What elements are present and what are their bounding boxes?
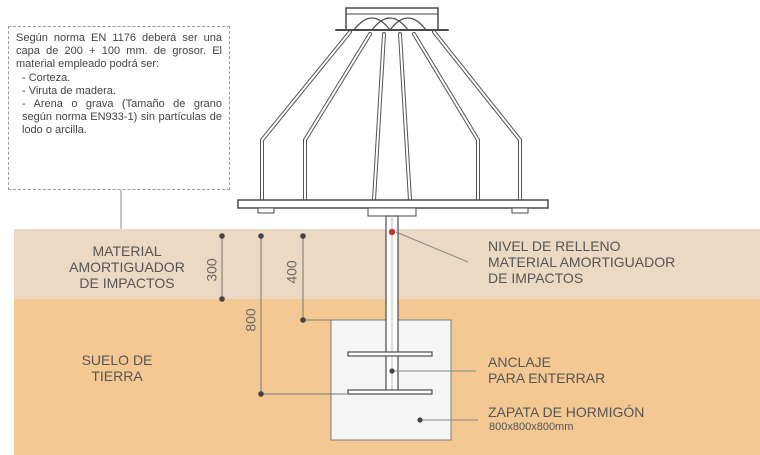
note-item-sand-gravel: - Arena o grava (Tamaño de grano según n… (22, 98, 222, 137)
soil-layer-label: SUELO DE TIERRA (62, 352, 172, 384)
footing-size: 800x800x800mm (489, 421, 574, 433)
dimension-300: 300 (203, 258, 220, 282)
fill-level-line-3: DE IMPACTOS (488, 270, 584, 286)
soil-label-line-2: TIERRA (91, 368, 143, 384)
callout-leaders (389, 231, 478, 423)
impact-label-line-2: AMORTIGUADOR (69, 259, 185, 275)
note-item-bark: - Corteza. (22, 71, 71, 84)
impact-label-line-1: MATERIAL (92, 243, 162, 259)
note-item-wood-chips: - Viruta de madera. (22, 84, 116, 97)
dimension-800: 800 (242, 308, 259, 332)
fill-level-callout: NIVEL DE RELLENO MATERIAL AMORTIGUADOR D… (488, 238, 675, 286)
fill-level-marker (388, 228, 396, 236)
impact-label-line-3: DE IMPACTOS (79, 275, 175, 291)
note-intro: Según norma EN 1176 deberá ser una capa … (16, 32, 222, 71)
dimension-lines (219, 233, 348, 397)
anchor-callout: ANCLAJE PARA ENTERRAR (488, 354, 605, 386)
anchor-line-2: PARA ENTERRAR (488, 370, 606, 386)
soil-label-line-1: SUELO DE (81, 352, 153, 368)
specification-note: Según norma EN 1176 deberá ser una capa … (8, 26, 230, 190)
spinner-structure (237, 7, 549, 395)
fill-level-line-1: NIVEL DE RELLENO (488, 238, 621, 254)
impact-layer-label: MATERIAL AMORTIGUADOR DE IMPACTOS (52, 243, 202, 291)
dimension-400: 400 (283, 260, 300, 284)
anchor-line-1: ANCLAJE (488, 354, 552, 370)
footing-callout: ZAPATA DE HORMIGÓN (488, 404, 645, 420)
fill-level-line-2: MATERIAL AMORTIGUADOR (488, 254, 676, 270)
